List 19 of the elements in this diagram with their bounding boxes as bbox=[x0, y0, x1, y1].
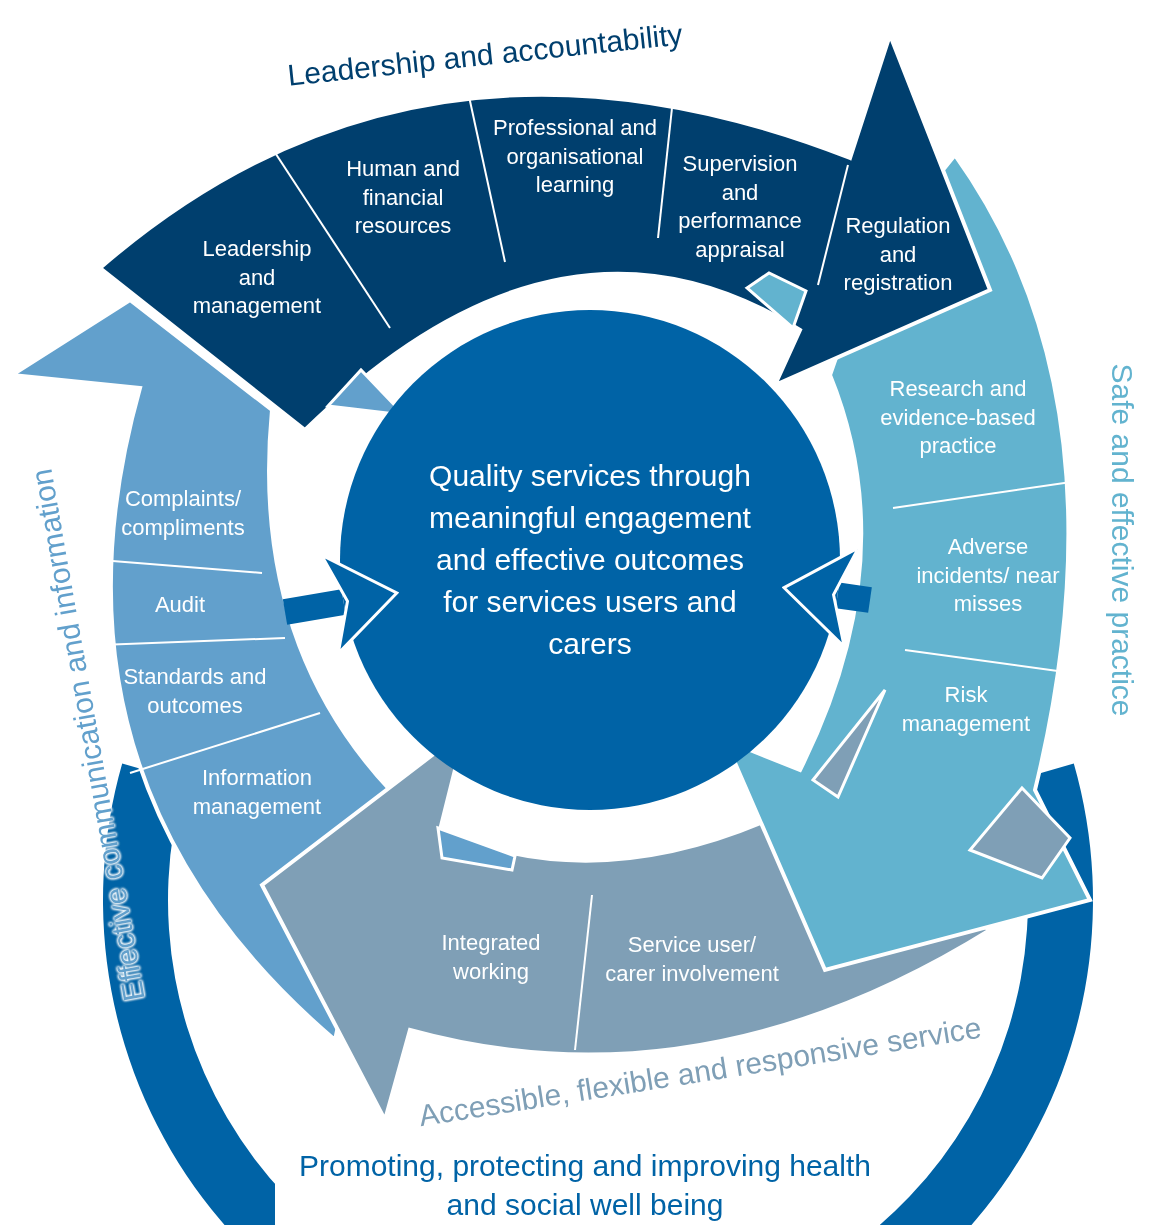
band-heading: Leadership and accountability bbox=[286, 19, 684, 91]
segment-label: Service user/ carer involvement bbox=[604, 931, 780, 988]
segment-label: Audit bbox=[153, 590, 207, 619]
segment-label: Supervision and performance appraisal bbox=[677, 149, 803, 264]
segment-label: Regulation and registration bbox=[842, 212, 954, 298]
band-heading: Safe and effective practice bbox=[1107, 363, 1137, 717]
segment-label: Integrated working bbox=[440, 929, 542, 986]
segment-label: Professional and organisational learning bbox=[492, 114, 658, 200]
segment-label: Research and evidence-based practice bbox=[879, 375, 1037, 461]
segment-label: Information management bbox=[191, 764, 323, 821]
segment-label: Adverse incidents/ near misses bbox=[915, 533, 1061, 619]
segment-label: Complaints/ compliments bbox=[120, 485, 246, 542]
segment-label: Leadership and management bbox=[191, 235, 323, 321]
segment-label: Human and financial resources bbox=[345, 155, 461, 241]
ring-caption: Promoting, protecting and improving health and social well being bbox=[298, 1148, 872, 1223]
segment-label: Standards and outcomes bbox=[123, 663, 268, 720]
band-heading: Accessible, flexible and responsive service bbox=[416, 1012, 984, 1132]
segment-label: Risk management bbox=[900, 681, 1032, 738]
center-text: Quality services through meaningful engagement and effective outcomes for services users and carers bbox=[428, 458, 752, 662]
